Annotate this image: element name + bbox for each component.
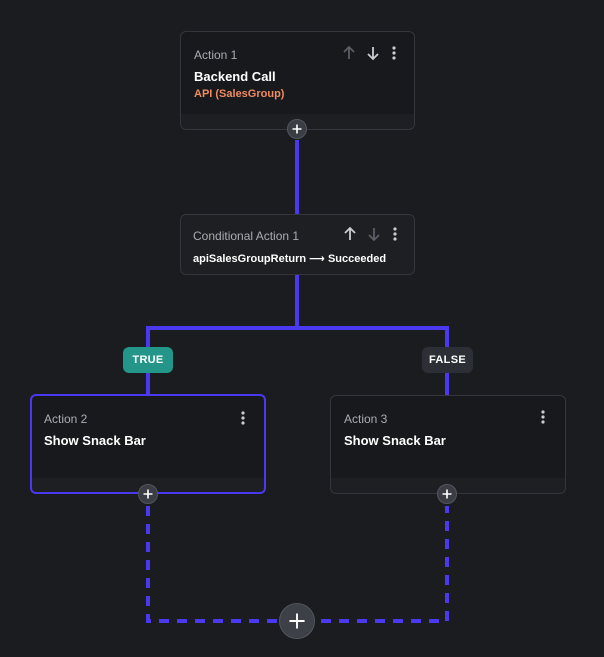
action-1-api-subtitle: API (SalesGroup)	[194, 88, 285, 100]
plus-icon	[292, 124, 302, 134]
arrow-down-icon[interactable]	[365, 225, 383, 243]
more-vertical-icon[interactable]	[234, 409, 252, 427]
arrow-down-icon[interactable]	[364, 44, 382, 62]
action-3-title: Show Snack Bar	[344, 433, 446, 448]
plus-icon	[143, 489, 153, 499]
add-action-after-3-button[interactable]	[437, 484, 457, 504]
merge-dashed-connector	[146, 506, 449, 623]
add-action-after-merge-button[interactable]	[279, 603, 315, 639]
plus-icon	[442, 489, 452, 499]
true-branch-badge: TRUE	[123, 347, 173, 373]
action-2-title: Show Snack Bar	[44, 433, 146, 448]
plus-icon	[289, 613, 305, 629]
false-branch-badge: FALSE	[422, 347, 473, 373]
arrow-up-icon[interactable]	[340, 44, 358, 62]
add-action-after-1-button[interactable]	[287, 119, 307, 139]
more-vertical-icon[interactable]	[534, 408, 552, 426]
arrow-up-icon[interactable]	[341, 225, 359, 243]
condition-expression: apiSalesGroupReturn ⟶ Succeeded	[193, 253, 387, 265]
conditional-action-label: Conditional Action 1	[193, 229, 300, 243]
action-1-label: Action 1	[194, 48, 238, 62]
action-1-card[interactable]: Action 1 Backend Call API (SalesGroup)	[180, 31, 415, 130]
conditional-action-card[interactable]: Conditional Action 1 apiSalesGroupReturn…	[180, 214, 415, 275]
action-3-card[interactable]: Action 3 Show Snack Bar	[330, 395, 566, 494]
add-action-after-2-button[interactable]	[138, 484, 158, 504]
action-3-label: Action 3	[344, 412, 388, 426]
action-1-title: Backend Call	[194, 69, 276, 84]
more-vertical-icon[interactable]	[385, 44, 403, 62]
more-vertical-icon[interactable]	[386, 225, 404, 243]
action-2-card[interactable]: Action 2 Show Snack Bar	[30, 394, 266, 494]
action-2-label: Action 2	[44, 412, 88, 426]
